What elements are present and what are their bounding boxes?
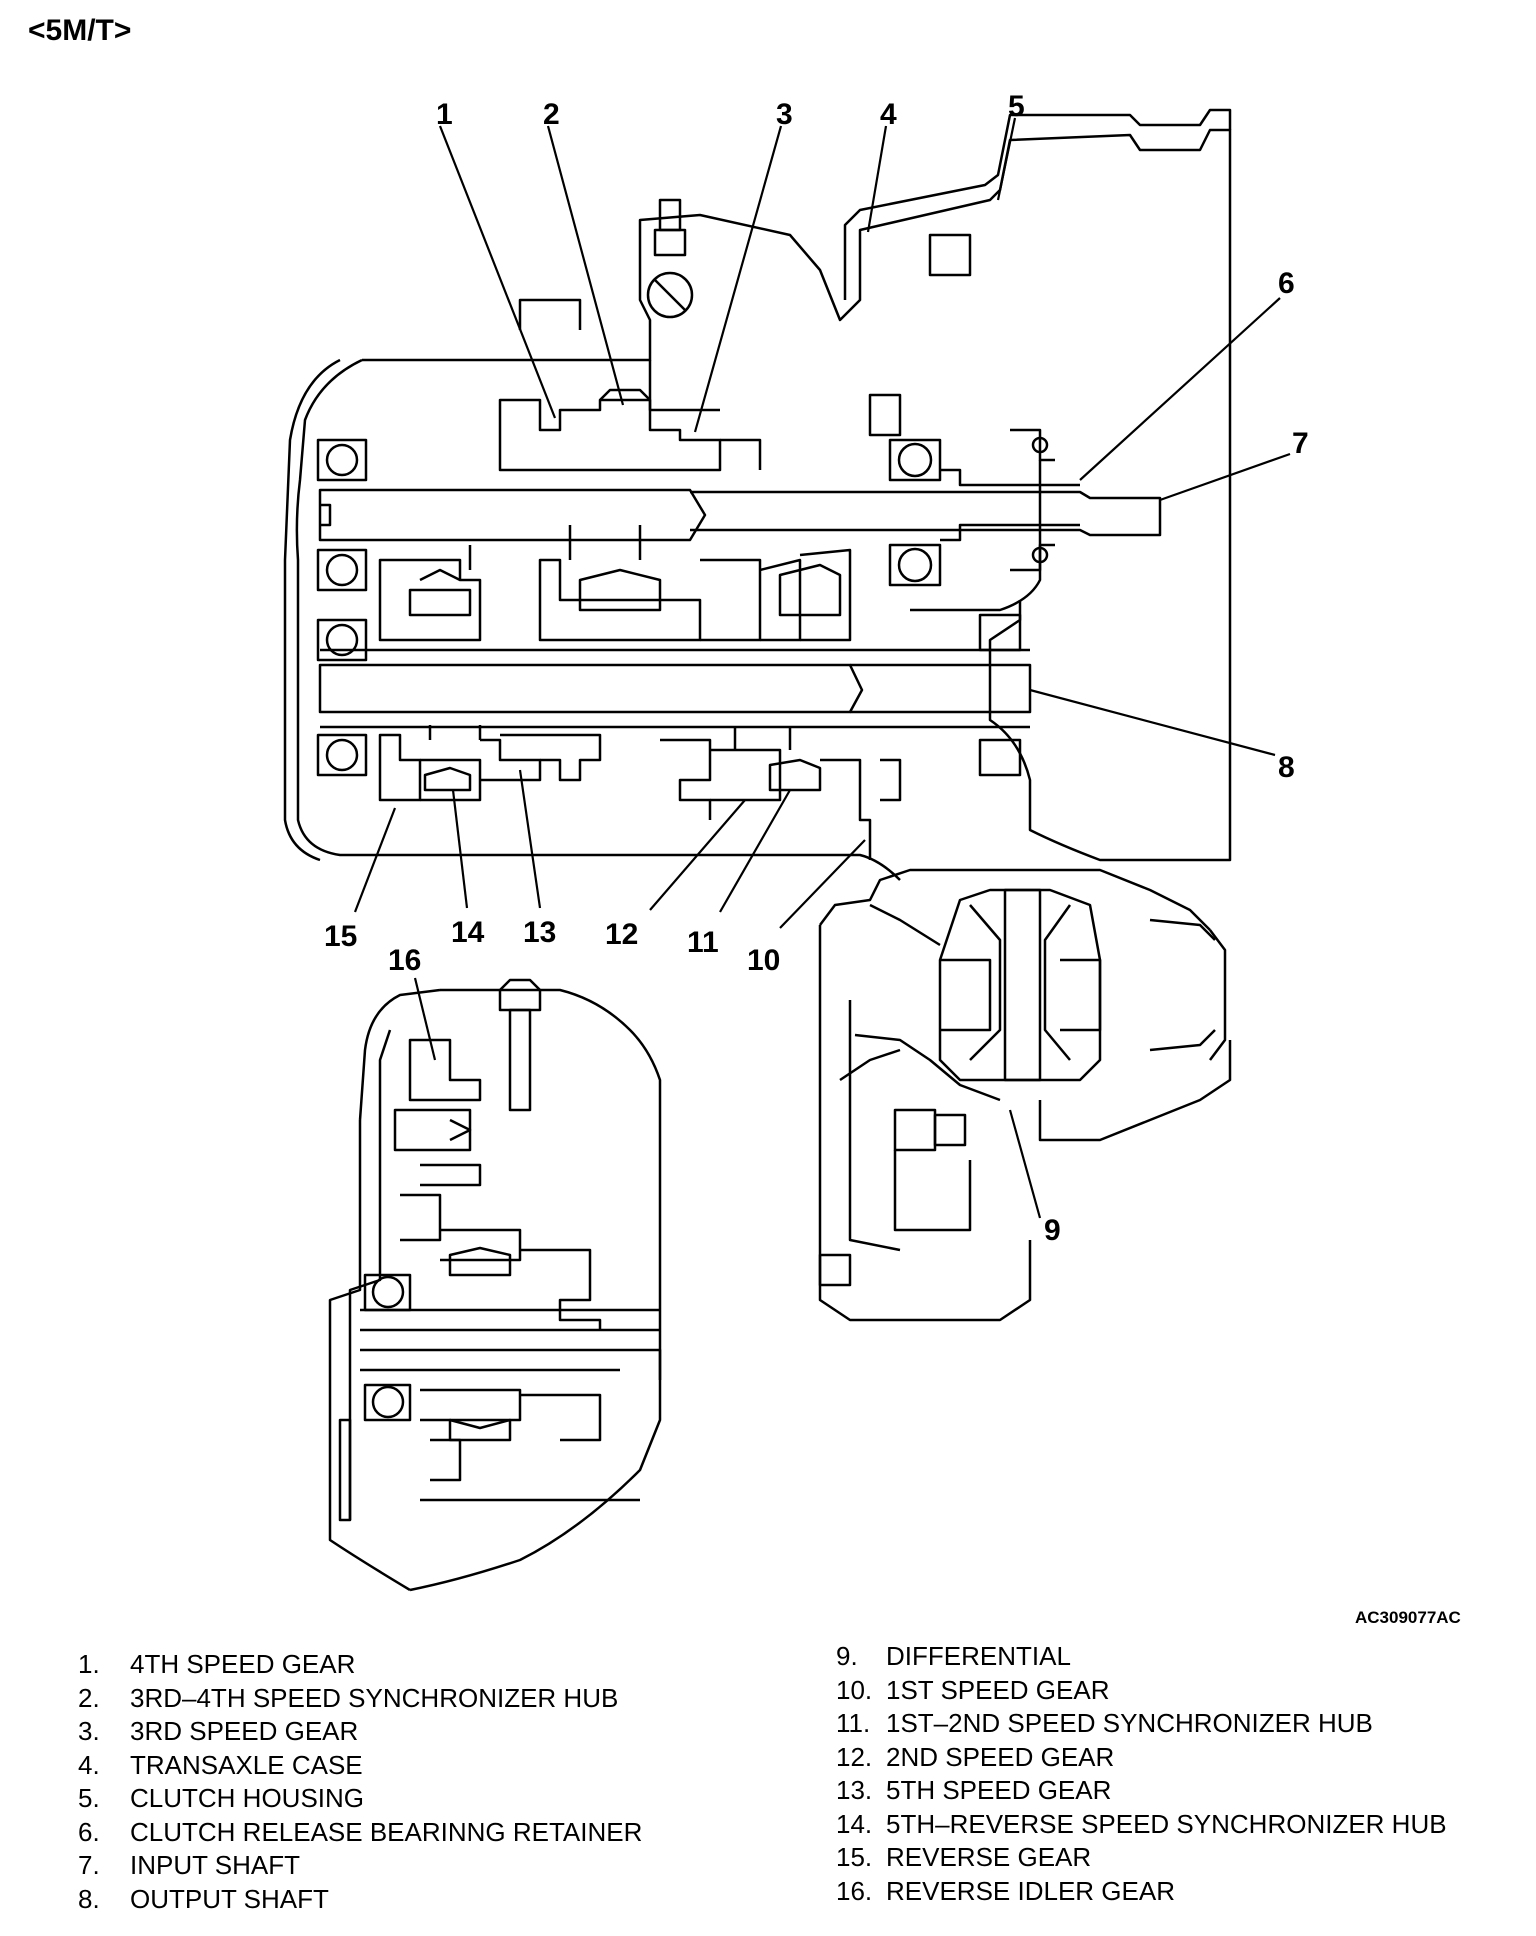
legend-text: CLUTCH RELEASE BEARINNG RETAINER (130, 1816, 643, 1847)
legend-text: DIFFERENTIAL (886, 1641, 1071, 1671)
diagram-title: <5M/T> (28, 14, 132, 47)
transaxle-cross-section: 1 2 3 4 5 6 7 8 9 10 11 12 13 14 15 16 (283, 90, 1309, 1592)
callout-3: 3 (776, 98, 793, 131)
legend-item: 13. 5TH SPEED GEAR (836, 1774, 1447, 1808)
callout-9: 9 (1044, 1214, 1061, 1247)
legend-number: 2. (78, 1682, 100, 1713)
legend-text: 3RD–4TH SPEED SYNCHRONIZER HUB (130, 1682, 619, 1713)
legend-number: 1. (78, 1649, 100, 1679)
legend-item: 10. 1ST SPEED GEAR (836, 1674, 1447, 1708)
legend-number: 9. (836, 1641, 858, 1671)
legend-text: INPUT SHAFT (130, 1850, 300, 1880)
legend-number: 15. (836, 1842, 873, 1872)
legend-text: TRANSAXLE CASE (130, 1749, 363, 1780)
legend-text: 4TH SPEED GEAR (130, 1649, 356, 1679)
legend-text: 5TH–REVERSE SPEED SYNCHRONIZER HUB (886, 1808, 1447, 1839)
legend-number: 3. (78, 1716, 100, 1746)
legend-item: 6. CLUTCH RELEASE BEARINNG RETAINER (78, 1816, 642, 1850)
legend-item: 11. 1ST–2ND SPEED SYNCHRONIZER HUB (836, 1707, 1447, 1741)
legend-text: 1ST SPEED GEAR (886, 1674, 1110, 1705)
callout-7: 7 (1292, 427, 1309, 460)
legend-number: 10. (836, 1674, 873, 1705)
legend-text: 2ND SPEED GEAR (886, 1741, 1115, 1772)
inset-reverse-idler (328, 978, 662, 1592)
output-shaft (318, 648, 1032, 729)
legend-left: 1. 4TH SPEED GEAR 2. 3RD–4TH SPEED SYNCHRO… (78, 1648, 642, 1916)
callout-16: 16 (388, 944, 421, 977)
legend-number: 16. (836, 1875, 873, 1906)
legend-item: 2. 3RD–4TH SPEED SYNCHRONIZER HUB (78, 1682, 642, 1716)
callout-6: 6 (1278, 267, 1295, 300)
callout-13: 13 (523, 916, 556, 949)
legend-number: 7. (78, 1850, 100, 1880)
legend-text: CLUTCH HOUSING (130, 1783, 365, 1813)
callout-labels: 1 2 3 4 5 6 7 8 9 10 11 12 13 14 15 16 (324, 90, 1309, 1247)
callout-1: 1 (436, 98, 453, 131)
legend-item: 7. INPUT SHAFT (78, 1849, 642, 1883)
callout-15: 15 (324, 920, 357, 953)
legend-text: REVERSE GEAR (886, 1842, 1092, 1872)
release-bearing-retainer (940, 428, 1080, 572)
legend-number: 6. (78, 1816, 100, 1847)
legend-item: 15. REVERSE GEAR (836, 1841, 1447, 1875)
input-shaft (318, 488, 1162, 542)
lower-gears (378, 725, 902, 860)
legend-item: 5. CLUTCH HOUSING (78, 1782, 642, 1816)
legend-number: 5. (78, 1783, 100, 1813)
legend-number: 12. (836, 1741, 873, 1772)
legend-item: 12. 2ND SPEED GEAR (836, 1741, 1447, 1775)
legend-right: 9. DIFFERENTIAL 10. 1ST SPEED GEAR 11. 1ST–… (836, 1640, 1447, 1908)
housing-outline (283, 108, 1232, 881)
legend-text: OUTPUT SHAFT (130, 1883, 329, 1914)
differential (818, 868, 1232, 1322)
legend-item: 16. REVERSE IDLER GEAR (836, 1875, 1447, 1909)
leader-lines (353, 117, 1291, 1219)
bearings (316, 438, 1022, 777)
legend-text: REVERSE IDLER GEAR (886, 1875, 1175, 1906)
legend-number: 14. (836, 1808, 873, 1839)
legend-item: 8. OUTPUT SHAFT (78, 1883, 642, 1917)
legend-item: 1. 4TH SPEED GEAR (78, 1648, 642, 1682)
callout-2: 2 (543, 98, 560, 131)
callout-11: 11 (687, 926, 719, 959)
callout-12: 12 (605, 918, 638, 951)
callout-8: 8 (1278, 751, 1295, 784)
legend-item: 4. TRANSAXLE CASE (78, 1749, 642, 1783)
middle-gears (378, 525, 852, 642)
callout-10: 10 (747, 944, 780, 977)
legend-item: 3. 3RD SPEED GEAR (78, 1715, 642, 1749)
legend-text: 1ST–2ND SPEED SYNCHRONIZER HUB (886, 1708, 1373, 1738)
legend-number: 8. (78, 1883, 100, 1914)
upper-gears (498, 198, 972, 472)
legend-number: 13. (836, 1775, 873, 1805)
callout-5: 5 (1008, 90, 1025, 123)
legend-number: 4. (78, 1749, 100, 1780)
callout-14: 14 (451, 916, 485, 949)
legend-item: 14. 5TH–REVERSE SPEED SYNCHRONIZER HUB (836, 1808, 1447, 1842)
legend-text: 5TH SPEED GEAR (886, 1775, 1112, 1805)
legend-item: 9. DIFFERENTIAL (836, 1640, 1447, 1674)
legend-text: 3RD SPEED GEAR (130, 1716, 359, 1746)
legend-number: 11. (836, 1708, 871, 1738)
callout-4: 4 (880, 98, 897, 131)
figure-code: AC309077AC (1355, 1608, 1461, 1627)
